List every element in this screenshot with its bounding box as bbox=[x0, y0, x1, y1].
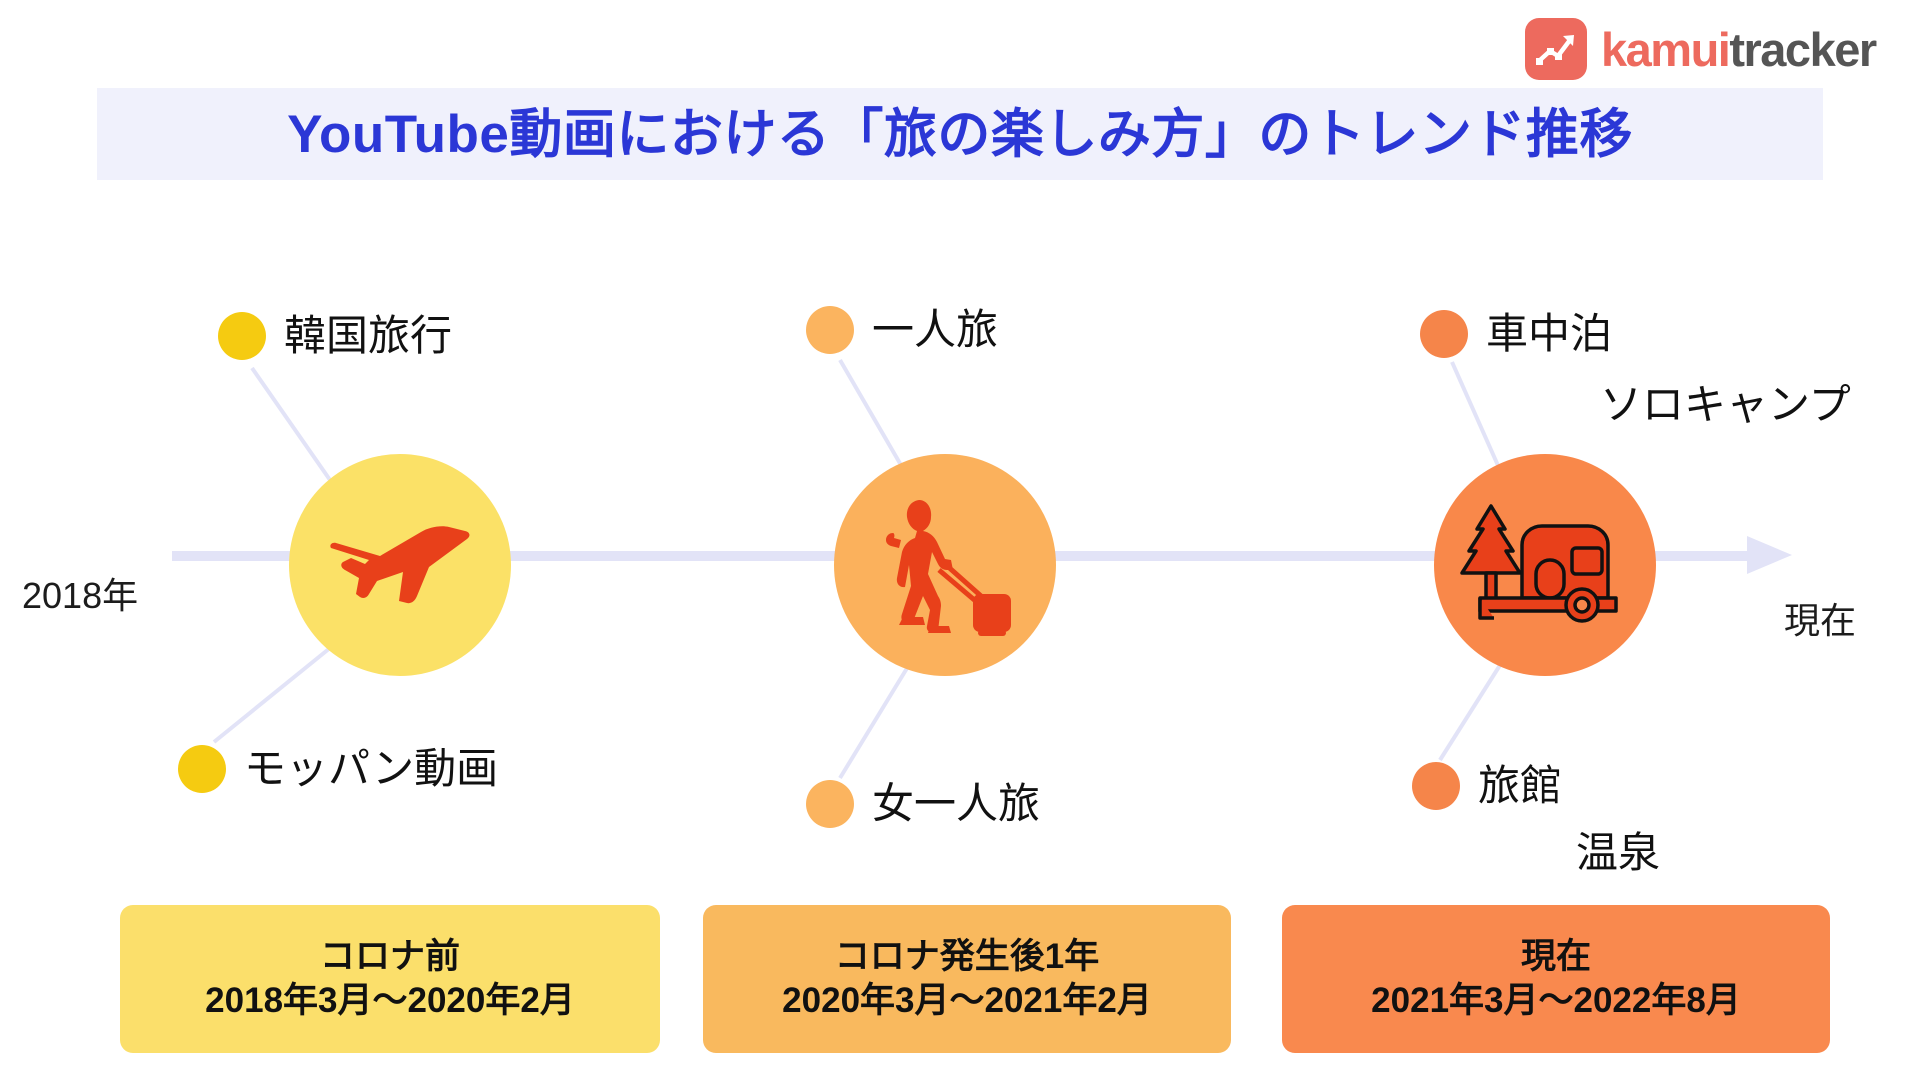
keyword-tag-korea-travel[interactable]: 韓国旅行 bbox=[218, 312, 452, 360]
keyword-label: 車中泊 bbox=[1486, 310, 1613, 357]
keyword-label: 一人旅 bbox=[872, 306, 999, 353]
keyword-dot-icon bbox=[178, 745, 226, 793]
keyword-label: 女一人旅 bbox=[872, 780, 1041, 827]
title-band: YouTube動画における「旅の楽しみ方」のトレンド推移 bbox=[97, 88, 1823, 180]
period-title: 現在 bbox=[1520, 936, 1591, 976]
brand-wordmark: kamuitracker bbox=[1601, 22, 1877, 76]
keyword-tag-car-camping[interactable]: 車中泊 bbox=[1420, 310, 1612, 358]
keyword-label-onsen: 温泉 bbox=[1576, 829, 1661, 876]
brand-name-primary: kamui bbox=[1601, 22, 1731, 76]
era-circle-pre-corona[interactable] bbox=[289, 454, 511, 676]
timeline-end-label: 現在 bbox=[1784, 600, 1857, 641]
keyword-label: 韓国旅行 bbox=[284, 312, 453, 359]
period-range: 2020年3月〜2021年2月 bbox=[782, 981, 1152, 1020]
period-box-one-year-after-corona[interactable]: コロナ発生後1年 2020年3月〜2021年2月 bbox=[703, 905, 1231, 1053]
period-box-present[interactable]: 現在 2021年3月〜2022年8月 bbox=[1282, 905, 1830, 1053]
period-range: 2021年3月〜2022年8月 bbox=[1371, 981, 1741, 1020]
trend-chart-icon bbox=[1525, 18, 1587, 80]
keyword-tag-ryokan[interactable]: 旅館 bbox=[1412, 762, 1562, 810]
keyword-label: モッパン動画 bbox=[244, 745, 499, 792]
period-title: コロナ前 bbox=[319, 936, 460, 976]
period-range: 2018年3月〜2020年2月 bbox=[205, 981, 575, 1020]
keyword-dot-icon bbox=[1420, 310, 1468, 358]
traveler-with-suitcase-icon bbox=[875, 490, 1015, 640]
keyword-dot-icon bbox=[218, 312, 266, 360]
page-title: YouTube動画における「旅の楽しみ方」のトレンド推移 bbox=[287, 104, 1633, 164]
keyword-dot-icon bbox=[1412, 762, 1460, 810]
brand-name-secondary: tracker bbox=[1729, 22, 1877, 76]
period-title: コロナ発生後1年 bbox=[834, 936, 1100, 976]
keyword-label-solo-camp: ソロキャンプ bbox=[1600, 381, 1851, 428]
keyword-tag-mukbang-video[interactable]: モッパン動画 bbox=[178, 745, 498, 793]
era-circle-present[interactable] bbox=[1434, 454, 1656, 676]
timeline-start-label: 2018年 bbox=[22, 575, 139, 616]
keyword-tag-solo-trip[interactable]: 一人旅 bbox=[806, 306, 998, 354]
airplane-icon bbox=[325, 510, 475, 620]
timeline-arrow-icon bbox=[1747, 536, 1792, 574]
keyword-tag-female-solo-trip[interactable]: 女一人旅 bbox=[806, 780, 1040, 828]
era-circle-one-year-after-corona[interactable] bbox=[834, 454, 1056, 676]
keyword-label: 旅館 bbox=[1478, 762, 1563, 809]
keyword-dot-icon bbox=[806, 780, 854, 828]
period-box-pre-corona[interactable]: コロナ前 2018年3月〜2020年2月 bbox=[120, 905, 660, 1053]
camper-trailer-tree-icon bbox=[1460, 498, 1630, 633]
keyword-dot-icon bbox=[806, 306, 854, 354]
brand-logo: kamuitracker bbox=[1525, 18, 1877, 80]
